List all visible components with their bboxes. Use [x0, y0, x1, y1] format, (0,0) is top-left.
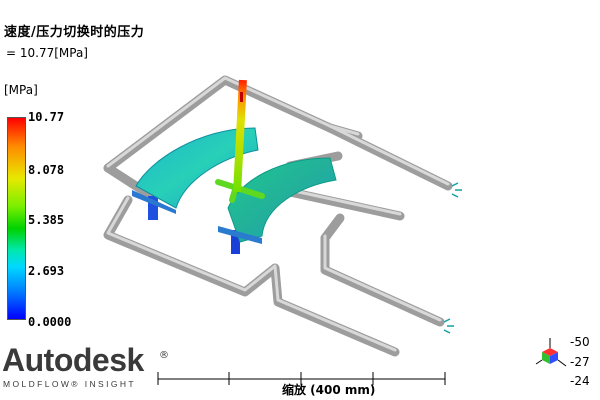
- autodesk-logo: Autodesk: [2, 342, 144, 378]
- logo-subtitle: MOLDFLOW® INSIGHT: [3, 379, 137, 389]
- orientation-value-3: -24: [570, 374, 590, 388]
- logo-registered-mark: ®: [159, 350, 169, 361]
- orientation-value-1: -50: [570, 335, 590, 349]
- legend-tick-2: 8.078: [28, 163, 65, 177]
- orientation-value-2: -27: [570, 355, 590, 369]
- molded-part-left: [135, 127, 259, 209]
- coolant-connectors: [443, 182, 462, 334]
- legend-unit: [MPa]: [4, 83, 38, 97]
- result-title: 速度/压力切换时的压力: [4, 25, 145, 40]
- color-legend-bar: [7, 117, 26, 320]
- sprue: [233, 79, 247, 193]
- cooling-line-left: [103, 163, 155, 200]
- cooling-line-top-right: [325, 123, 453, 191]
- legend-tick-max: 10.77: [28, 110, 65, 124]
- legend-tick-3: 5.385: [28, 213, 65, 227]
- orientation-cube-icon: [535, 338, 567, 367]
- cooling-line-lower-right: [320, 233, 445, 327]
- legend-tick-4: 2.693: [28, 264, 65, 278]
- cooling-channels-highlight: [106, 76, 450, 352]
- legend-tick-min: 0.0000: [28, 315, 72, 329]
- molded-part-right: [227, 157, 337, 243]
- cooling-line-right-branch: [320, 213, 345, 243]
- scale-label: 缩放 (400 mm): [282, 383, 376, 397]
- result-value: = 10.77[MPa]: [6, 46, 88, 60]
- gate-stubs: [148, 196, 240, 254]
- scale-bar: [157, 372, 446, 385]
- cooling-channels: [103, 75, 453, 357]
